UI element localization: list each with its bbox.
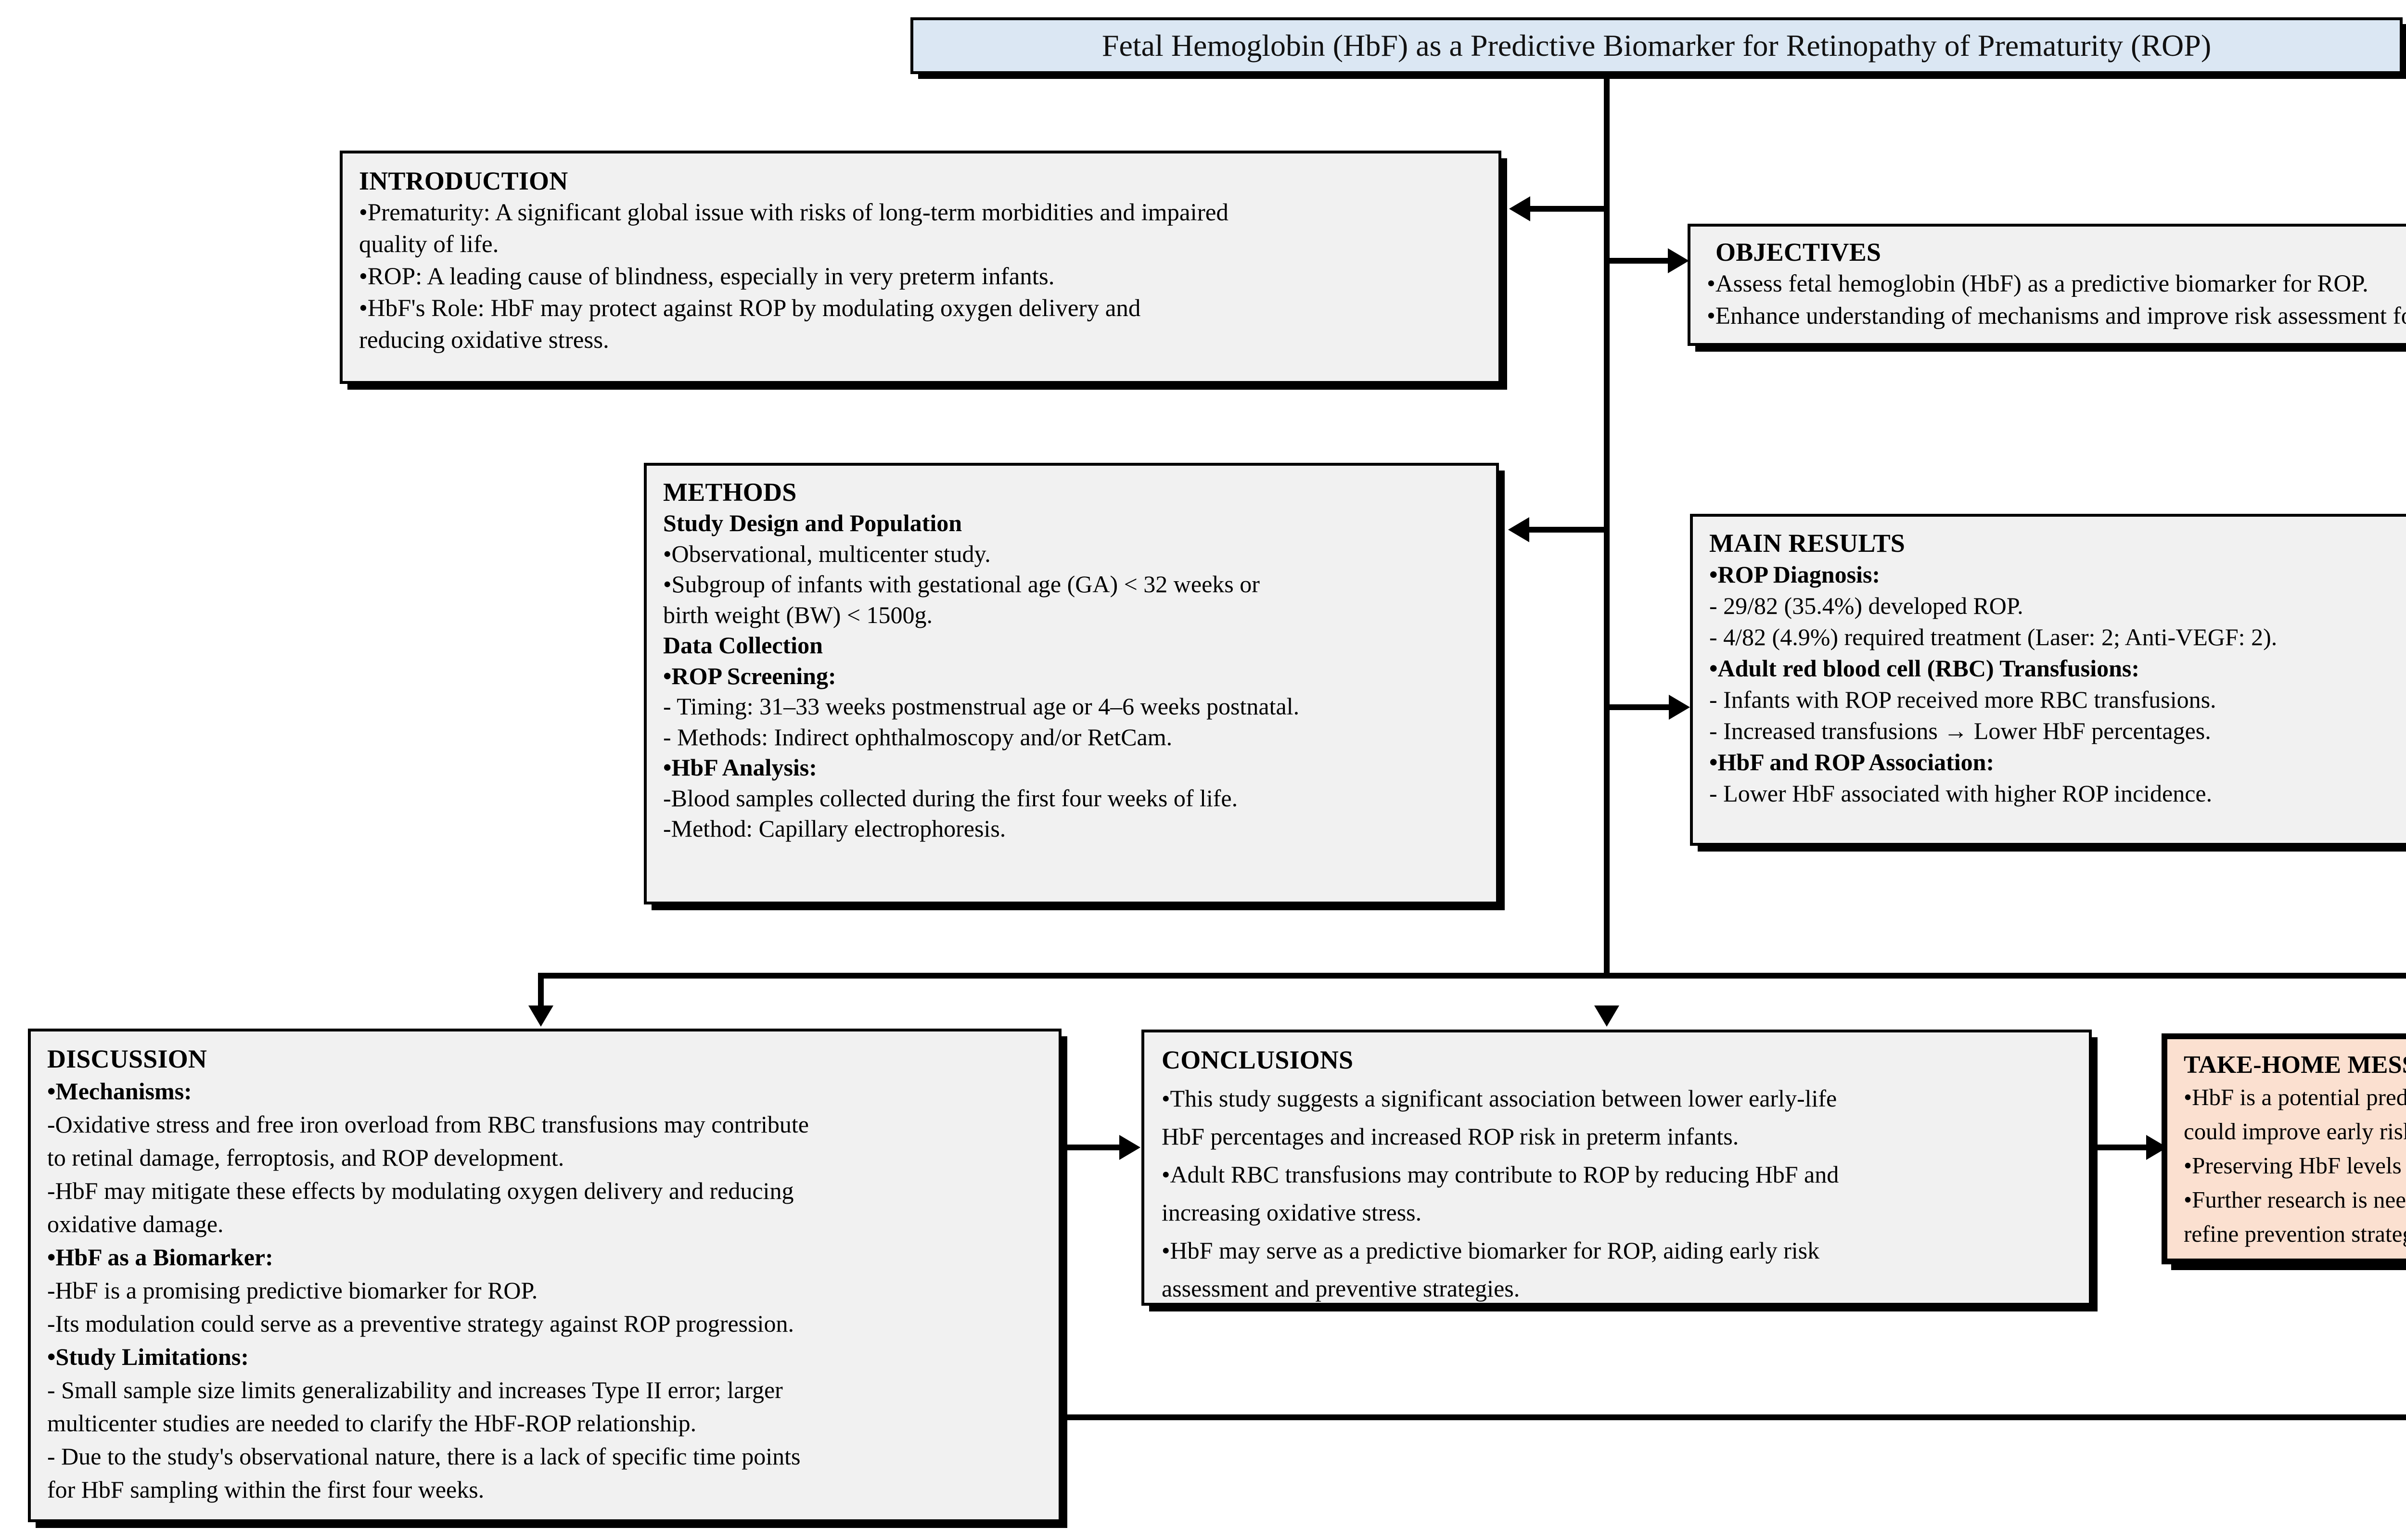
connector-title-to-objectives	[1606, 258, 1668, 264]
conclusions-line: •Adult RBC transfusions may contribute t…	[1162, 1161, 1839, 1188]
main-results-line: - 29/82 (35.4%) developed ROP.	[1709, 592, 2023, 619]
arrowhead-introduction	[1509, 196, 1530, 221]
connector-title-to-methods	[1529, 527, 1607, 533]
main-results-box: MAIN RESULTS •ROP Diagnosis: - 29/82 (35…	[1690, 514, 2406, 846]
discussion-line: for HbF sampling within the first four w…	[47, 1476, 485, 1503]
main-results-line: •Adult red blood cell (RBC) Transfusions…	[1709, 655, 2140, 682]
conclusions-box: CONCLUSIONS •This study suggests a signi…	[1141, 1030, 2092, 1306]
discussion-line: •Study Limitations:	[47, 1343, 249, 1370]
methods-line: -Method: Capillary electrophoresis.	[663, 815, 1006, 842]
page-title: Fetal Hemoglobin (HbF) as a Predictive B…	[1101, 28, 2212, 63]
discussion-heading: DISCUSSION	[47, 1044, 207, 1073]
take-home-line: •Further research is needed to validate …	[2184, 1186, 2406, 1213]
discussion-line: -Oxidative stress and free iron overload…	[47, 1111, 809, 1138]
main-results-line: - Increased transfusions → Lower HbF per…	[1709, 717, 2211, 744]
conclusions-line: •This study suggests a significant assoc…	[1162, 1085, 1837, 1112]
discussion-line: •Mechanisms:	[47, 1078, 192, 1105]
methods-heading: METHODS	[663, 478, 797, 507]
discussion-line: -Its modulation could serve as a prevent…	[47, 1310, 794, 1337]
discussion-line: multicenter studies are needed to clarif…	[47, 1410, 697, 1437]
discussion-line: -HbF is a promising predictive biomarker…	[47, 1277, 538, 1304]
introduction-line: •Prematurity: A significant global issue…	[359, 199, 1229, 226]
take-home-line: could improve early risk assessment.	[2184, 1118, 2406, 1145]
main-results-line: - Infants with ROP received more RBC tra…	[1709, 686, 2216, 713]
conclusions-line: •HbF may serve as a predictive biomarker…	[1162, 1237, 1820, 1264]
methods-line: - Methods: Indirect ophthalmoscopy and/o…	[663, 723, 1173, 751]
discussion-line: - Due to the study's observational natur…	[47, 1443, 801, 1470]
objectives-line: •Assess fetal hemoglobin (HbF) as a pred…	[1707, 270, 2368, 297]
connector-conclusions-to-take-home	[2096, 1145, 2146, 1150]
methods-line: •ROP Screening:	[663, 662, 836, 689]
connector-title-to-introduction	[1530, 206, 1607, 212]
arrowhead-conclusions-top	[1594, 1005, 1619, 1027]
connector-bar-to-discussion	[538, 973, 544, 1008]
objectives-line: •Enhance understanding of mechanisms and…	[1707, 303, 2406, 330]
conclusions-line: HbF percentages and increased ROP risk i…	[1162, 1123, 1739, 1150]
arrowhead-objectives	[1668, 248, 1689, 273]
methods-subheading: Data Collection	[663, 632, 823, 659]
main-results-line: - 4/82 (4.9%) required treatment (Laser:…	[1709, 624, 2278, 650]
conclusions-line: increasing oxidative stress.	[1162, 1199, 1422, 1226]
objectives-box: OBJECTIVES •Assess fetal hemoglobin (HbF…	[1688, 224, 2406, 346]
methods-line: - Timing: 31–33 weeks postmenstrual age …	[663, 693, 1300, 720]
arrowhead-conclusions-left	[1119, 1135, 1140, 1160]
discussion-line: to retinal damage, ferroptosis, and ROP …	[47, 1144, 564, 1171]
title-box: Fetal Hemoglobin (HbF) as a Predictive B…	[910, 17, 2403, 74]
connector-discussion-to-conclusions	[1062, 1145, 1119, 1150]
methods-subheading: Study Design and Population	[663, 509, 962, 536]
take-home-line: •HbF is a potential predictive biomarker…	[2184, 1084, 2406, 1110]
arrowhead-methods	[1508, 517, 1529, 542]
connector-title-to-main-results	[1606, 704, 1669, 710]
introduction-heading: INTRODUCTION	[359, 166, 568, 195]
main-results-heading: MAIN RESULTS	[1709, 529, 1906, 558]
main-results-line: - Lower HbF associated with higher ROP i…	[1709, 780, 2213, 807]
connector-distribution-bar	[538, 973, 2406, 979]
main-results-line: •ROP Diagnosis:	[1709, 561, 1881, 588]
introduction-line: •HbF's Role: HbF may protect against ROP…	[359, 294, 1141, 322]
introduction-line: quality of life.	[359, 231, 499, 258]
methods-line: -Blood samples collected during the firs…	[663, 784, 1238, 812]
take-home-heading: TAKE-HOME MESSAGES	[2184, 1051, 2406, 1079]
methods-line: •HbF Analysis:	[663, 754, 817, 781]
methods-line: birth weight (BW) < 1500g.	[663, 601, 933, 628]
introduction-line: reducing oxidative stress.	[359, 327, 609, 354]
discussion-line: - Small sample size limits generalizabil…	[47, 1376, 783, 1403]
connector-spine-vertical	[1604, 74, 1610, 979]
objectives-heading: OBJECTIVES	[1715, 238, 1881, 267]
methods-line: •Subgroup of infants with gestational ag…	[663, 571, 1260, 598]
conclusions-line: assessment and preventive strategies.	[1162, 1275, 1520, 1302]
take-home-line: •Preserving HbF levels may help prevent …	[2184, 1152, 2406, 1179]
main-results-line: •HbF and ROP Association:	[1709, 749, 1995, 776]
introduction-box: INTRODUCTION •Prematurity: A significant…	[340, 151, 1501, 384]
discussion-line: •HbF as a Biomarker:	[47, 1244, 273, 1271]
methods-line: •Observational, multicenter study.	[663, 540, 991, 567]
discussion-line: oxidative damage.	[47, 1210, 224, 1237]
discussion-line: -HbF may mitigate these effects by modul…	[47, 1177, 794, 1204]
take-home-messages-box: TAKE-HOME MESSAGES •HbF is a potential p…	[2162, 1033, 2406, 1264]
arrowhead-main-results	[1669, 695, 1690, 720]
conclusions-heading: CONCLUSIONS	[1162, 1045, 1354, 1074]
discussion-box: DISCUSSION •Mechanisms: -Oxidative stres…	[28, 1029, 1062, 1522]
arrowhead-discussion	[528, 1005, 553, 1027]
introduction-line: •ROP: A leading cause of blindness, espe…	[359, 263, 1055, 290]
connector-discussion-to-take-home-horizontal	[1062, 1414, 2406, 1420]
take-home-line: refine prevention strategies.	[2184, 1221, 2406, 1247]
methods-box: METHODS Study Design and Population •Obs…	[644, 463, 1499, 904]
